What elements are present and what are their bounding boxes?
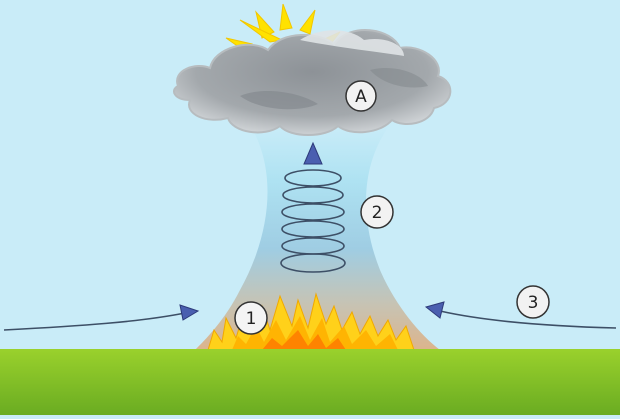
ground [0,349,620,415]
label-a: A [355,87,367,107]
label-a-marker: A [345,80,377,112]
inflow-arrow-right-icon [424,301,617,329]
cloud [173,29,452,136]
label-3: 3 [528,293,539,313]
label-1: 1 [246,309,257,329]
label-2-marker: 2 [360,195,394,229]
upward-arrow-icon [303,141,323,165]
inflow-arrow-left-icon [3,304,200,331]
label-2: 2 [372,203,383,223]
label-3-marker: 3 [516,285,550,319]
spiral-icon [280,169,346,273]
fire-icon [207,292,415,351]
label-1-marker: 1 [234,301,268,335]
